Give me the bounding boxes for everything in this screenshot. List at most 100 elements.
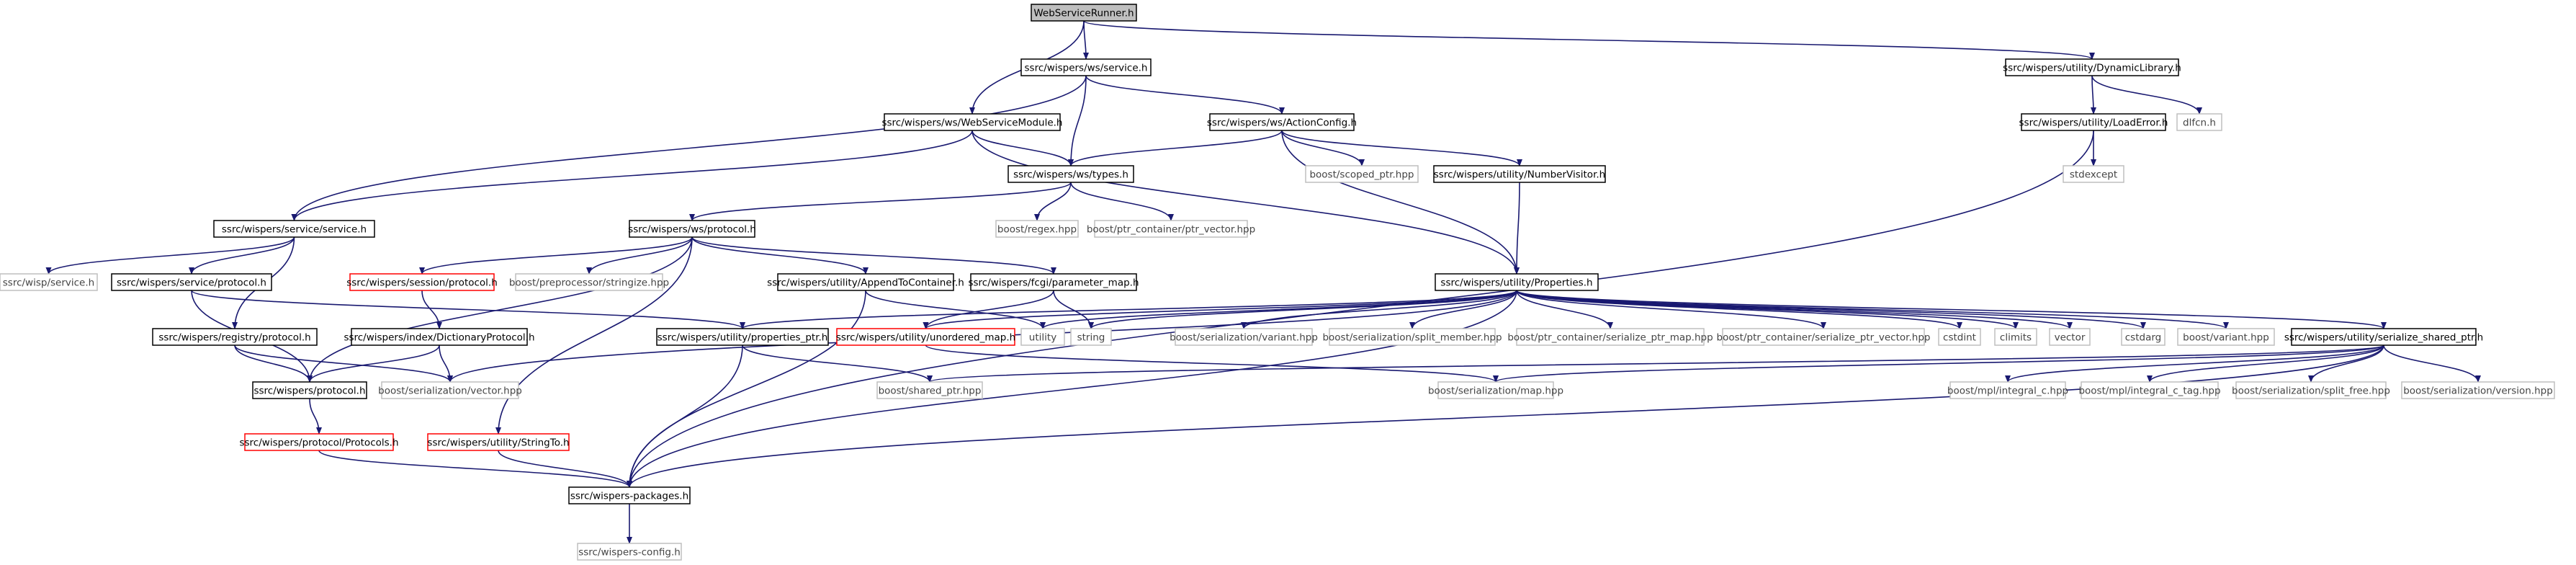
node-cstdint[interactable]: cstdint [1938, 328, 1981, 346]
node-label: boost/serialization/variant.hpp [1170, 332, 1318, 344]
node-box [970, 273, 1137, 291]
node-label: ssrc/wispers/utility/serialize_shared_pt… [2284, 332, 2483, 344]
edge-properties-to-serialize_ptr_map [1516, 290, 1613, 329]
edge-properties-to-split_member [1409, 290, 1517, 329]
node-split-free[interactable]: boost/serialization/split_free.hpp [2232, 381, 2390, 399]
node-split-member[interactable]: boost/serialization/split_member.hpp [1322, 328, 1502, 346]
node-vector[interactable]: vector [2049, 328, 2091, 346]
node-label: ssrc/wispers/protocol.h [253, 386, 365, 397]
node-serialize-ptr-map[interactable]: boost/ptr_container/serialize_ptr_map.hp… [1507, 328, 1713, 346]
node-actionconfig[interactable]: ssrc/wispers/ws/ActionConfig.h [1207, 113, 1357, 131]
node-box [2235, 381, 2387, 399]
node-box [1722, 328, 1925, 346]
node-wispers-protocol[interactable]: ssrc/wispers/protocol.h [252, 381, 367, 399]
node-stdexcept[interactable]: stdexcept [2063, 165, 2124, 183]
node-box [577, 543, 682, 561]
node-box [629, 220, 755, 238]
node-shared-ptr[interactable]: boost/shared_ptr.hpp [876, 381, 983, 399]
edge-root-to-dynlib [1083, 20, 2095, 60]
node-label: ssrc/wispers/utility/StringTo.h [427, 437, 569, 449]
node-serialize-shared-ptr[interactable]: ssrc/wispers/utility/serialize_shared_pt… [2284, 328, 2483, 346]
node-ser-version[interactable]: boost/serialization/version.hpp [2401, 381, 2555, 399]
node-dlfcn[interactable]: dlfcn.h [2176, 113, 2222, 131]
edge-types-to-ptr_vector [1070, 182, 1174, 221]
node-properties-ptr[interactable]: ssrc/wispers/utility/properties_ptr.h [656, 328, 829, 346]
node-ser-map[interactable]: boost/serialization/map.hpp [1428, 381, 1563, 399]
node-label: boost/serialization/map.hpp [1428, 386, 1563, 397]
node-box [252, 381, 367, 399]
node-service-protocol[interactable]: ssrc/wispers/service/protocol.h [111, 273, 272, 291]
node-box [152, 328, 318, 346]
node-session-protocol[interactable]: ssrc/wispers/session/protocol.h [346, 273, 498, 291]
node-dynlib[interactable]: ssrc/wispers/utility/DynamicLibrary.h [2003, 58, 2181, 76]
node-variant[interactable]: boost/serialization/variant.hpp [1170, 328, 1318, 346]
node-label: cstdint [1943, 332, 1976, 344]
node-box [1020, 58, 1152, 76]
edge-properties-to-unordered_map [923, 290, 1517, 329]
edge-service_protocol-to-properties_ptr [191, 290, 745, 329]
node-numbervisitor[interactable]: ssrc/wispers/utility/NumberVisitor.h [1433, 165, 1606, 183]
node-integral-c[interactable]: boost/mpl/integral_c.hpp [1947, 381, 2068, 399]
node-stringto[interactable]: ssrc/wispers/utility/StringTo.h [427, 433, 570, 451]
edge-service_service-to-service_protocol [189, 236, 295, 275]
node-label: ssrc/wispers/ws/types.h [1013, 169, 1128, 181]
edge-properties-to-packages [627, 290, 1517, 488]
node-parameter-map[interactable]: ssrc/wispers/fcgi/parameter_map.h [968, 273, 1139, 291]
node-integral-c-tag[interactable]: boost/mpl/integral_c_tag.hpp [2078, 381, 2221, 399]
edge-actionconfig-to-numbervisitor [1281, 130, 1522, 166]
node-unordered-map[interactable]: ssrc/wispers/utility/unordered_map.h [836, 328, 1015, 346]
node-climits[interactable]: climits [1994, 328, 2037, 346]
node-box [111, 273, 272, 291]
node-box [2291, 328, 2477, 346]
node-config[interactable]: ssrc/wispers-config.h [577, 543, 682, 561]
node-boost-variant[interactable]: boost/variant.hpp [2177, 328, 2275, 346]
node-wisp-service[interactable]: ssrc/wisp/service.h [0, 273, 98, 291]
node-packages[interactable]: ssrc/wispers-packages.h [568, 486, 691, 504]
node-string[interactable]: string [1070, 328, 1112, 346]
node-loaderror[interactable]: ssrc/wispers/utility/LoadError.h [2019, 113, 2168, 131]
node-box [1070, 328, 1112, 346]
edge-serialize_shared_ptr-to-ser_version [2383, 344, 2481, 383]
node-registry-protocol[interactable]: ssrc/wispers/registry/protocol.h [152, 328, 318, 346]
node-ws-service[interactable]: ssrc/wispers/ws/service.h [1020, 58, 1152, 76]
node-label: ssrc/wispers/service/service.h [222, 224, 367, 236]
edge-registry_protocol-to-wispers_protocol [234, 344, 313, 383]
edge-ws_service-to-actionconfig [1085, 75, 1285, 115]
node-stringize[interactable]: boost/preprocessor/stringize.hpp [509, 273, 669, 291]
node-cstdarg[interactable]: cstdarg [2121, 328, 2166, 346]
node-label: ssrc/wispers/registry/protocol.h [158, 332, 310, 344]
node-ws-protocol[interactable]: ssrc/wispers/ws/protocol.h [628, 220, 756, 238]
node-label: ssrc/wispers/ws/service.h [1025, 63, 1148, 74]
node-scoped-ptr[interactable]: boost/scoped_ptr.hpp [1305, 165, 1419, 183]
edge-dynlib-to-loaderror [2090, 75, 2096, 115]
node-label: ssrc/wispers/utility/NumberVisitor.h [1434, 169, 1605, 181]
node-root[interactable]: WebServiceRunner.h [1031, 4, 1137, 22]
node-label: WebServiceRunner.h [1033, 8, 1134, 19]
node-utility[interactable]: utility [1020, 328, 1065, 346]
edge-dictionaryprotocol-to-wispers_protocol [307, 344, 440, 383]
node-serialize-ptr-vector[interactable]: boost/ptr_container/serialize_ptr_vector… [1717, 328, 1931, 346]
node-properties[interactable]: ssrc/wispers/utility/Properties.h [1435, 273, 1599, 291]
node-ser-vector[interactable]: boost/serialization/vector.hpp [378, 381, 522, 399]
edge-properties-to-variant [1241, 290, 1517, 329]
node-box [1949, 381, 2066, 399]
node-protocols[interactable]: ssrc/wispers/protocol/Protocols.h [239, 433, 399, 451]
node-dictionaryprotocol[interactable]: ssrc/wispers/index/DictionaryProtocol.h [344, 328, 535, 346]
edge-service_service-to-wisp_service [45, 236, 295, 275]
node-appendtocontainer[interactable]: ssrc/wispers/utility/AppendToContainer.h [767, 273, 964, 291]
node-types[interactable]: ssrc/wispers/ws/types.h [1007, 165, 1134, 183]
node-label: ssrc/wispers/ws/ActionConfig.h [1207, 117, 1357, 129]
node-label: boost/mpl/integral_c_tag.hpp [2078, 386, 2220, 397]
node-wsmodule[interactable]: ssrc/wispers/ws/WebServiceModule.h [881, 113, 1063, 131]
edge-serialize_shared_ptr-to-integral_c [2005, 344, 2384, 383]
node-service-service[interactable]: ssrc/wispers/service/service.h [213, 220, 375, 238]
edge-actionconfig-to-types [1068, 130, 1283, 166]
node-label: boost/variant.hpp [2183, 332, 2269, 344]
node-label: boost/regex.hpp [997, 224, 1077, 236]
edge-loaderror-to-packages [627, 130, 2094, 488]
edge-unordered_map-to-ser_map [925, 344, 1499, 383]
node-label: ssrc/wispers/utility/AppendToContainer.h [767, 277, 964, 289]
node-regex[interactable]: boost/regex.hpp [995, 220, 1079, 238]
node-ptr-vector[interactable]: boost/ptr_container/ptr_vector.hpp [1087, 220, 1255, 238]
